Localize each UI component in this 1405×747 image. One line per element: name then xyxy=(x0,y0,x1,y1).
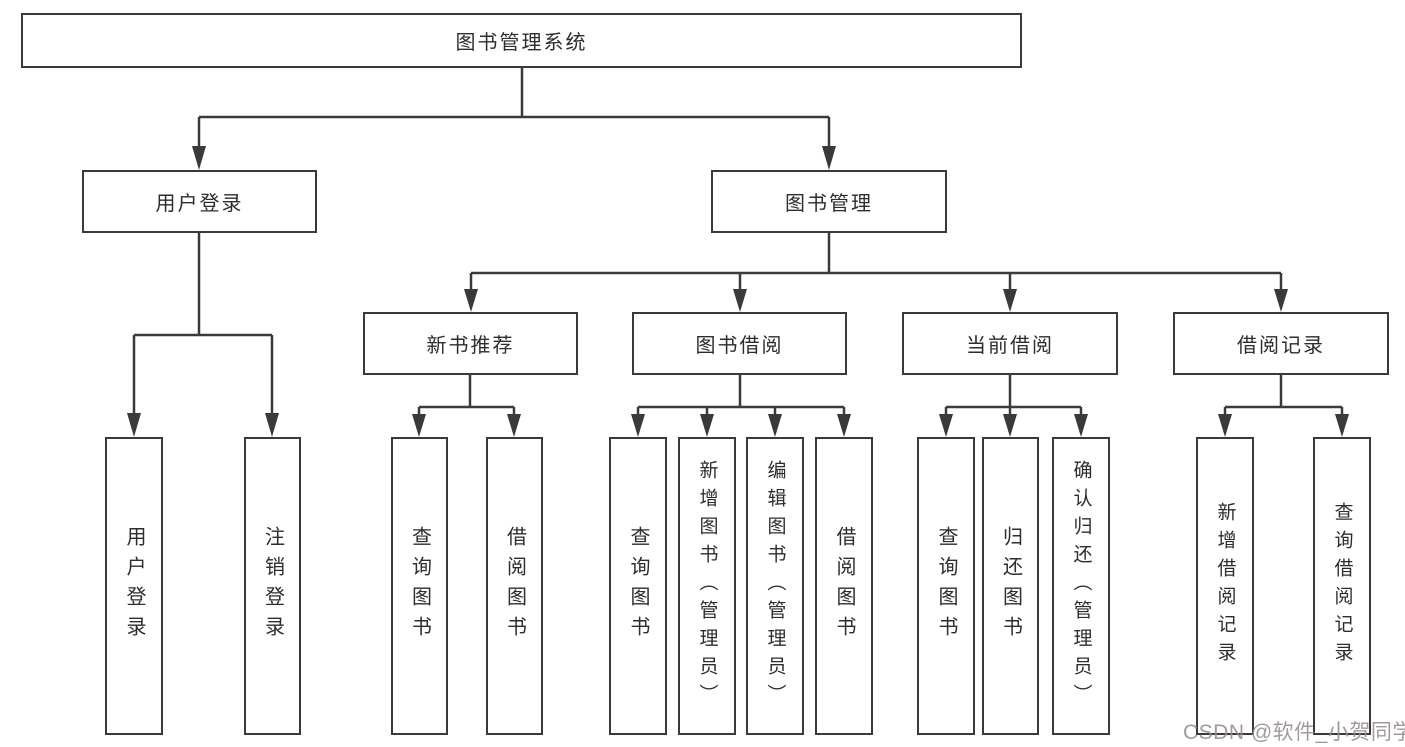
node-label: 新书推荐 xyxy=(426,335,515,357)
leaf-logout: 注销登录 xyxy=(244,437,301,735)
node-label: 用户登录 xyxy=(155,193,244,215)
node-label: 图书管理系统 xyxy=(455,32,588,54)
leaf-borrow-books-under-borrowing: 借阅图书 xyxy=(815,437,873,735)
leaf-query-books-under-recommendation: 查询图书 xyxy=(391,437,448,735)
node-library-management-system: 图书管理系统 xyxy=(21,13,1022,68)
node-borrowing-records: 借阅记录 xyxy=(1173,312,1389,375)
node-label: 新增图书（管理员） xyxy=(696,460,718,712)
node-label: 查询图书 xyxy=(408,526,431,646)
node-label: 当前借阅 xyxy=(966,335,1054,357)
leaf-borrow-books-under-recommendation: 借阅图书 xyxy=(486,437,543,735)
node-user-login: 用户登录 xyxy=(82,170,317,233)
node-label: 确认归还（管理员） xyxy=(1070,460,1092,712)
node-label: 新增借阅记录 xyxy=(1214,502,1236,670)
csdn-watermark: CSDN @软件_小贺同学 xyxy=(1183,721,1405,744)
node-label: 查询图书 xyxy=(935,526,957,646)
arrowheads xyxy=(127,146,1349,437)
node-new-book-recommendation: 新书推荐 xyxy=(363,312,578,375)
node-label: 借阅图书 xyxy=(833,526,855,646)
leaf-query-borrow-record: 查询借阅记录 xyxy=(1313,437,1371,735)
node-label: 借阅记录 xyxy=(1237,335,1325,357)
node-label: 图书管理 xyxy=(785,193,873,215)
node-book-borrowing: 图书借阅 xyxy=(632,312,847,375)
leaf-add-book-admin: 新增图书（管理员） xyxy=(678,437,736,735)
node-label: 归还图书 xyxy=(999,526,1022,646)
leaf-confirm-return-admin: 确认归还（管理员） xyxy=(1052,437,1110,735)
node-label: 注销登录 xyxy=(261,526,284,646)
leaf-add-borrow-record: 新增借阅记录 xyxy=(1196,437,1254,735)
node-book-management: 图书管理 xyxy=(711,170,947,233)
node-label: 图书借阅 xyxy=(695,335,784,357)
node-label: 借阅图书 xyxy=(503,526,526,646)
node-label: 查询借阅记录 xyxy=(1331,502,1353,670)
leaf-user-login: 用户登录 xyxy=(105,437,163,735)
node-label: 查询图书 xyxy=(627,526,649,646)
leaf-query-books-under-current: 查询图书 xyxy=(917,437,975,735)
node-label: 编辑图书（管理员） xyxy=(764,460,786,712)
node-label: 用户登录 xyxy=(123,526,145,646)
leaf-return-book: 归还图书 xyxy=(982,437,1039,735)
leaf-edit-book-admin: 编辑图书（管理员） xyxy=(746,437,804,735)
leaf-query-books-under-borrowing: 查询图书 xyxy=(609,437,667,735)
node-current-borrowing: 当前借阅 xyxy=(902,312,1118,375)
